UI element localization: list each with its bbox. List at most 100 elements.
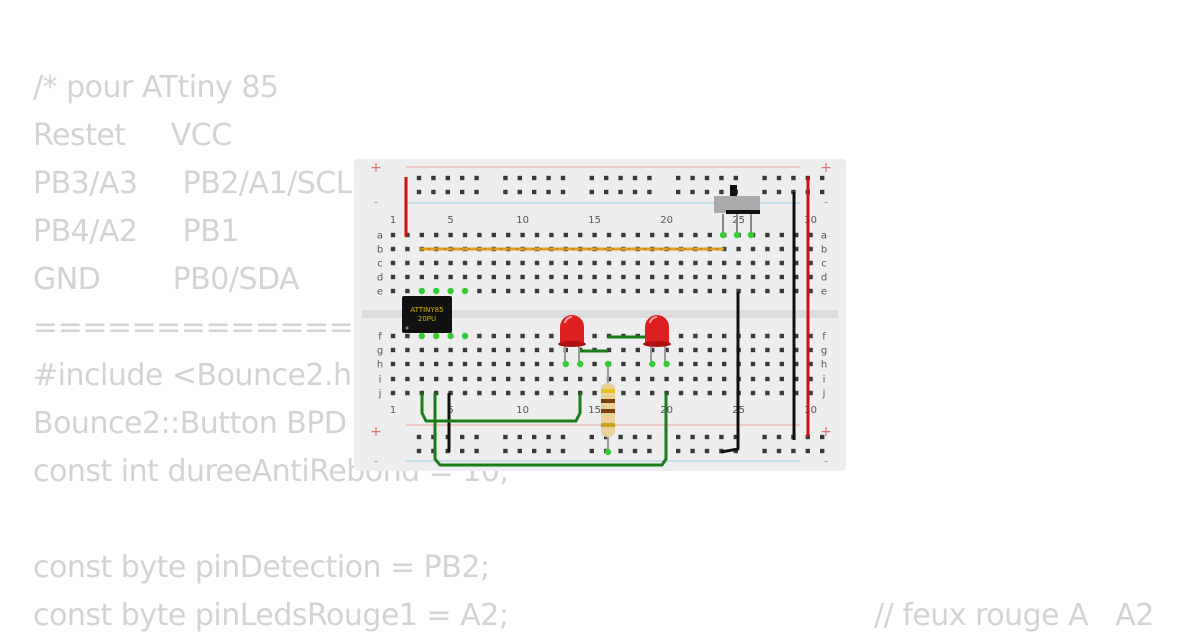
breadboard-hole[interactable] (592, 232, 597, 238)
breadboard-hole[interactable] (390, 232, 396, 238)
attiny85-chip[interactable]: ATTINY85 20PU (402, 296, 452, 333)
rail-hole[interactable] (474, 175, 479, 181)
rail-hole[interactable] (676, 434, 681, 440)
breadboard-hole[interactable] (678, 274, 684, 280)
rail-hole[interactable] (460, 189, 465, 195)
breadboard-hole[interactable] (693, 347, 698, 353)
rail-hole[interactable] (632, 175, 638, 181)
breadboard-hole[interactable] (621, 260, 626, 266)
breadboard-hole[interactable] (405, 347, 410, 353)
breadboard-hole[interactable] (765, 390, 770, 396)
breadboard-hole[interactable] (491, 347, 496, 353)
rail-hole[interactable] (820, 175, 825, 181)
breadboard-hole[interactable] (678, 288, 684, 294)
breadboard-hole[interactable] (390, 347, 396, 353)
breadboard-hole[interactable] (506, 260, 511, 266)
breadboard-hole[interactable] (491, 333, 496, 339)
rail-hole[interactable] (503, 189, 508, 195)
breadboard-hole[interactable] (707, 274, 712, 280)
breadboard-hole[interactable] (779, 232, 784, 238)
rail-hole[interactable] (690, 448, 695, 454)
breadboard-hole[interactable] (765, 347, 770, 353)
breadboard-hole[interactable] (520, 288, 525, 294)
breadboard-hole[interactable] (520, 274, 525, 280)
breadboard-hole[interactable] (794, 260, 799, 266)
breadboard-hole[interactable] (678, 232, 684, 238)
breadboard-hole[interactable] (621, 232, 626, 238)
breadboard-hole[interactable] (650, 390, 655, 396)
rail-hole[interactable] (560, 434, 566, 440)
breadboard-hole[interactable] (722, 390, 727, 396)
breadboard-hole[interactable] (477, 390, 482, 396)
rail-hole[interactable] (776, 434, 782, 440)
breadboard-hole[interactable] (650, 288, 655, 294)
breadboard-hole[interactable] (722, 288, 727, 294)
rail-hole[interactable] (431, 448, 436, 454)
breadboard-hole[interactable] (592, 361, 597, 367)
rail-hole[interactable] (719, 189, 724, 195)
breadboard-hole[interactable] (750, 260, 756, 266)
breadboard-hole[interactable] (448, 376, 453, 382)
breadboard-hole[interactable] (779, 376, 784, 382)
breadboard-hole[interactable] (506, 376, 511, 382)
breadboard-hole[interactable] (405, 246, 410, 252)
breadboard-hole[interactable] (635, 347, 640, 353)
breadboard-hole[interactable] (750, 376, 756, 382)
breadboard-hole[interactable] (520, 361, 525, 367)
breadboard-hole[interactable] (779, 288, 784, 294)
breadboard-hole[interactable] (650, 376, 655, 382)
breadboard-hole[interactable] (650, 260, 655, 266)
rail-hole[interactable] (704, 434, 710, 440)
breadboard-hole[interactable] (794, 232, 799, 238)
breadboard-hole[interactable] (491, 376, 496, 382)
breadboard-hole[interactable] (390, 376, 396, 382)
breadboard-hole[interactable] (592, 376, 597, 382)
breadboard-hole[interactable] (808, 274, 813, 280)
breadboard-hole[interactable] (477, 333, 482, 339)
rail-hole[interactable] (704, 448, 710, 454)
breadboard-hole[interactable] (765, 274, 770, 280)
breadboard-hole[interactable] (491, 232, 496, 238)
breadboard-hole[interactable] (650, 347, 655, 353)
breadboard-hole[interactable] (390, 288, 396, 294)
breadboard-hole[interactable] (491, 260, 496, 266)
breadboard-hole[interactable] (520, 390, 525, 396)
rail-hole[interactable] (676, 448, 681, 454)
rail-hole[interactable] (719, 175, 724, 181)
breadboard-hole[interactable] (736, 260, 741, 266)
breadboard-hole[interactable] (477, 232, 482, 238)
breadboard-hole[interactable] (549, 232, 554, 238)
breadboard-hole[interactable] (390, 274, 396, 280)
rail-hole[interactable] (632, 189, 638, 195)
rail-hole[interactable] (445, 189, 450, 195)
rail-hole[interactable] (589, 189, 594, 195)
rail-hole[interactable] (517, 175, 522, 181)
breadboard-hole[interactable] (693, 274, 698, 280)
slide-switch[interactable] (714, 185, 760, 235)
breadboard-hole[interactable] (549, 376, 554, 382)
breadboard-hole[interactable] (693, 288, 698, 294)
breadboard-hole[interactable] (578, 274, 583, 280)
breadboard-hole[interactable] (462, 347, 468, 353)
rail-hole[interactable] (532, 434, 537, 440)
breadboard-hole[interactable] (808, 347, 813, 353)
rail-hole[interactable] (733, 434, 738, 440)
rail-hole[interactable] (431, 189, 436, 195)
breadboard-hole[interactable] (534, 288, 540, 294)
rail-hole[interactable] (589, 448, 594, 454)
rail-hole[interactable] (647, 434, 652, 440)
rail-hole[interactable] (733, 448, 738, 454)
breadboard-hole[interactable] (693, 361, 698, 367)
rail-hole[interactable] (517, 189, 522, 195)
breadboard-hole[interactable] (448, 232, 453, 238)
rail-hole[interactable] (416, 189, 422, 195)
rail-hole[interactable] (791, 448, 796, 454)
breadboard-hole[interactable] (750, 390, 756, 396)
breadboard-hole[interactable] (578, 288, 583, 294)
breadboard-hole[interactable] (736, 288, 741, 294)
breadboard-hole[interactable] (434, 274, 439, 280)
red-led-1[interactable] (558, 315, 586, 364)
breadboard-hole[interactable] (534, 361, 540, 367)
breadboard-hole[interactable] (592, 260, 597, 266)
breadboard-hole[interactable] (477, 274, 482, 280)
